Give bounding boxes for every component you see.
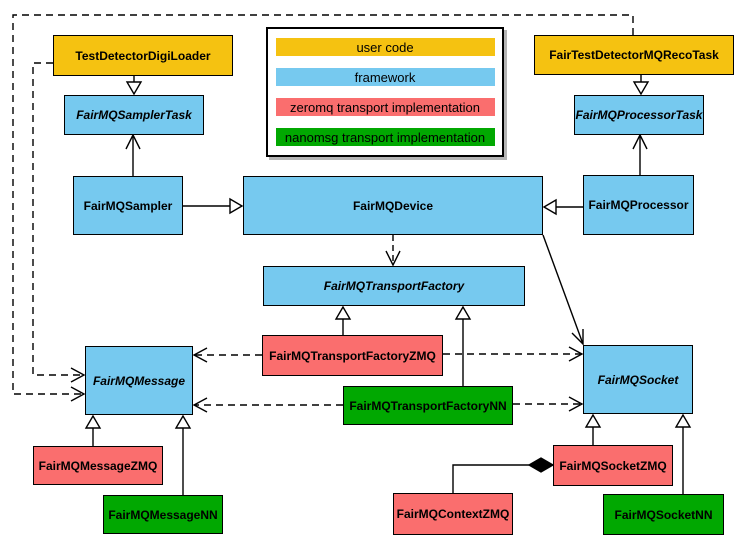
node-fairmqcontextzmq: FairMQContextZMQ [393,493,513,535]
legend-item-nanomsg: nanomsg transport implementation [275,128,495,146]
edge-recotask-to-message [12,14,634,402]
edge-sampler-extends-device [183,197,244,215]
node-fairmqsocketzmq: FairMQSocketZMQ [553,445,673,486]
edge-factoryzmq-to-socket [443,346,584,362]
edge-socketzmq-owns-contextzmq [452,457,555,493]
edge-socketzmq-extends-socket [584,413,602,445]
node-fairmqtransportfactory: FairMQTransportFactory [263,266,525,306]
edge-factorynn-extends-factory [454,305,472,386]
node-fairmqsocketnn: FairMQSocketNN [603,494,724,535]
edge-factorynn-to-socket [513,396,584,412]
edge-recotask-extends-processortask [632,75,650,96]
edge-socketnn-extends-socket [674,413,692,494]
legend-item-zeromq: zeromq transport implementation [275,98,495,116]
node-fairmqdevice: FairMQDevice [243,176,543,235]
edge-digiloader-to-message [32,62,86,383]
node-fairmqmessage: FairMQMessage [85,346,193,415]
edge-processor-extends-device [542,198,583,216]
legend-item-framework: framework [275,68,495,86]
node-fairmqprocessor: FairMQProcessor [583,175,694,235]
edge-messagenn-extends-message [174,414,192,495]
node-fairmqsamplertask: FairMQSamplerTask [64,95,204,135]
node-testdetectordigiloader: TestDetectorDigiLoader [53,35,233,76]
edge-factoryzmq-extends-factory [334,305,352,335]
edge-processor-to-processortask [632,133,648,175]
legend-item-user-code: user code [275,38,495,56]
legend: user code framework zeromq transport imp… [266,27,504,157]
edge-sampler-to-samplertask [125,133,141,176]
node-fairmqtransportfactoryzmq: FairMQTransportFactoryZMQ [262,335,443,376]
node-fairmqprocessortask: FairMQProcessorTask [574,95,704,135]
node-fairmqmessagenn: FairMQMessageNN [103,495,223,534]
node-fairmqsocket: FairMQSocket [583,345,693,414]
edge-factorynn-to-message [192,397,343,413]
edge-device-to-socket [542,234,584,346]
edge-digiloader-extends-samplertask [125,76,143,96]
node-fairmqtransportfactorynn: FairMQTransportFactoryNN [343,386,513,425]
edge-device-to-transportfactory [385,235,401,267]
node-fairmqsampler: FairMQSampler [73,176,183,235]
node-fairmqmessagezmq: FairMQMessageZMQ [33,446,163,485]
edge-factoryzmq-to-message [192,347,262,363]
node-fairtestdetectormqrecotask: FairTestDetectorMQRecoTask [534,35,734,75]
edge-messagezmq-extends-message [84,414,102,446]
